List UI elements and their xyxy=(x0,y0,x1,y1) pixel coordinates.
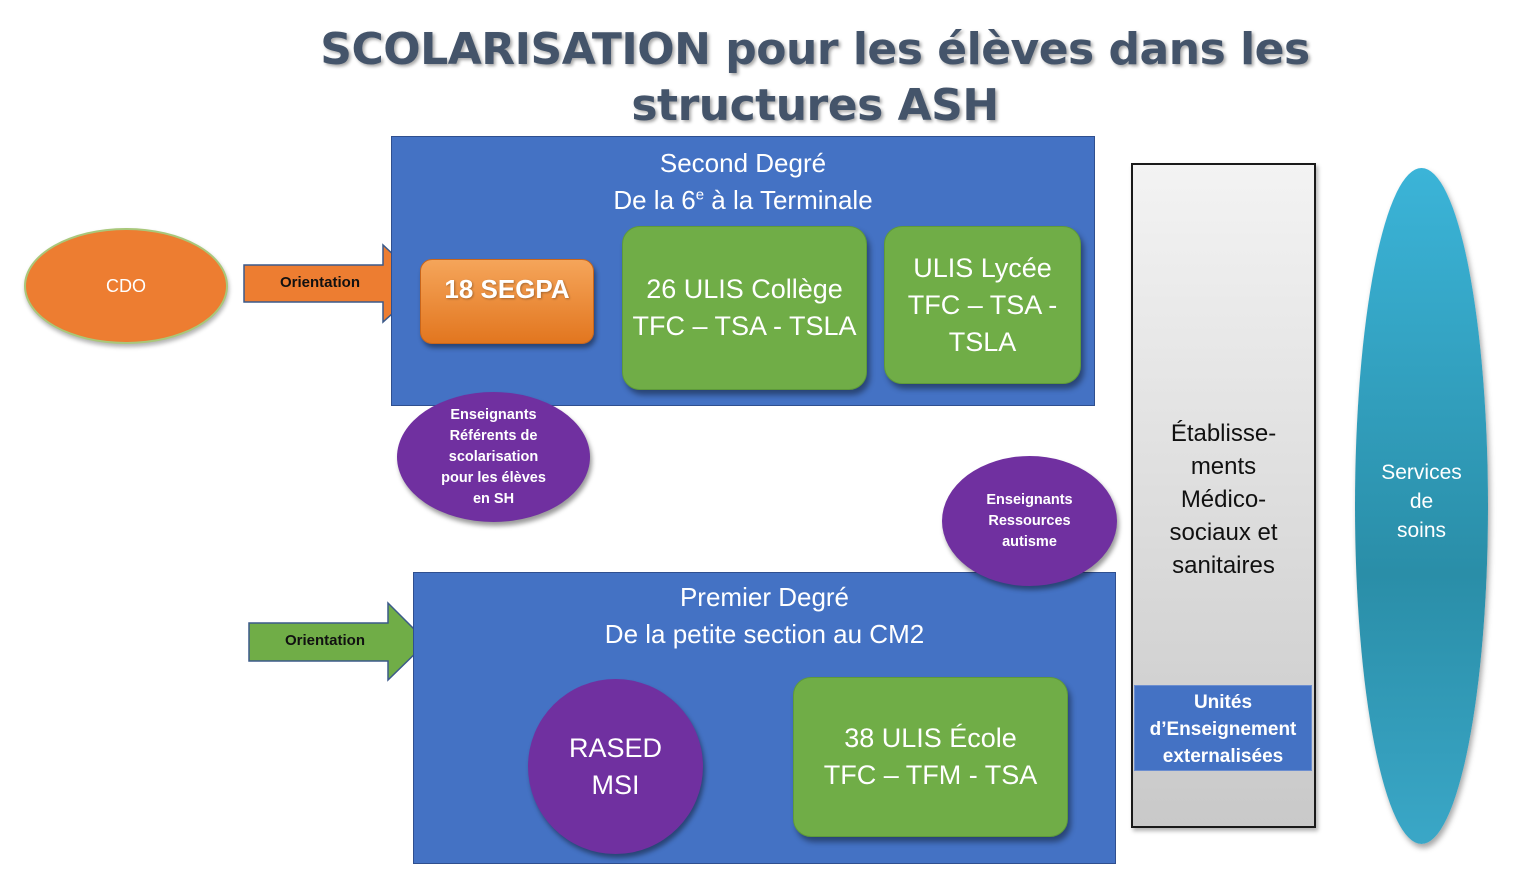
orientation-label-top: Orientation xyxy=(280,274,361,291)
services-line1: Services xyxy=(1381,461,1462,484)
ulis-college-line1: 26 ULIS Collège xyxy=(646,274,843,304)
ulis-ecole-box: 38 ULIS École TFC – TFM - TSA xyxy=(793,677,1068,837)
etablissements-line2: ments xyxy=(1190,453,1257,480)
ulis-lycee-line1: ULIS Lycée xyxy=(913,252,1052,283)
unites-line1: Unités xyxy=(1193,692,1253,713)
services-line2: de xyxy=(1409,490,1434,513)
etablissements-line4: sociaux et xyxy=(1169,519,1278,546)
second-degre-subtitle: De la 6e à la Terminale xyxy=(613,185,873,215)
referents-line2: Référents de xyxy=(449,427,538,444)
premier-degre-title: Premier Degré xyxy=(679,582,850,612)
rased-line1: RASED xyxy=(568,732,663,763)
premier-degre-header: Premier Degré De la petite section au CM… xyxy=(414,579,1115,653)
referents-line4: pour les élèves xyxy=(441,469,546,486)
segpa-label: 18 SEGPA xyxy=(444,274,570,304)
ressources-oval: Enseignants Ressources autisme xyxy=(942,456,1117,586)
ulis-college-box: 26 ULIS Collège TFC – TSA - TSLA xyxy=(622,226,867,390)
page-title: SCOLARISATION pour les élèves dans les s… xyxy=(250,22,1380,134)
rased-line2: MSI xyxy=(591,769,640,800)
etablissements-text: Établisse- ments Médico- sociaux et sani… xyxy=(1133,417,1314,582)
cdo-label: CDO xyxy=(106,275,146,296)
etablissements-line1: Établisse- xyxy=(1170,420,1277,447)
referents-line1: Enseignants xyxy=(450,406,537,423)
second-degre-header: Second Degré De la 6e à la Terminale xyxy=(392,145,1094,219)
unites-box: Unités d’Enseignement externalisées xyxy=(1134,685,1312,771)
ressources-line1: Enseignants xyxy=(986,491,1073,508)
ulis-lycee-line3: TSLA xyxy=(948,326,1017,357)
ulis-ecole-line2: TFC – TFM - TSA xyxy=(823,760,1038,790)
services-line3: soins xyxy=(1396,519,1447,542)
ressources-line3: autisme xyxy=(1002,533,1057,550)
title-line-2: structures ASH xyxy=(631,80,999,131)
ulis-lycee-box: ULIS Lycée TFC – TSA - TSLA xyxy=(884,226,1081,384)
ulis-ecole-line1: 38 ULIS École xyxy=(844,723,1017,753)
unites-line2: d’Enseignement xyxy=(1149,719,1297,740)
referents-line3: scolarisation xyxy=(448,448,539,465)
orientation-arrow-bottom xyxy=(248,601,429,682)
referents-oval: Enseignants Référents de scolarisation p… xyxy=(397,392,590,522)
segpa-box: 18 SEGPA xyxy=(420,259,594,344)
rased-circle: RASED MSI xyxy=(528,679,703,854)
ulis-lycee-line2: TFC – TSA - xyxy=(907,289,1058,320)
orientation-label-bottom: Orientation xyxy=(285,632,366,649)
unites-line3: externalisées xyxy=(1162,746,1284,767)
ressources-line2: Ressources xyxy=(988,512,1071,529)
services-ellipse: Services de soins xyxy=(1355,168,1488,844)
ulis-college-line2: TFC – TSA - TSLA xyxy=(632,311,857,341)
referents-line5: en SH xyxy=(472,490,515,507)
services-text: Services de soins xyxy=(1355,458,1488,545)
etablissements-line3: Médico- xyxy=(1180,486,1267,513)
premier-degre-subtitle: De la petite section au CM2 xyxy=(604,619,925,649)
title-line-1: SCOLARISATION pour les élèves dans les xyxy=(320,24,1310,75)
second-degre-title: Second Degré xyxy=(659,148,827,178)
etablissements-line5: sanitaires xyxy=(1172,552,1275,579)
cdo-oval: CDO xyxy=(24,228,228,344)
